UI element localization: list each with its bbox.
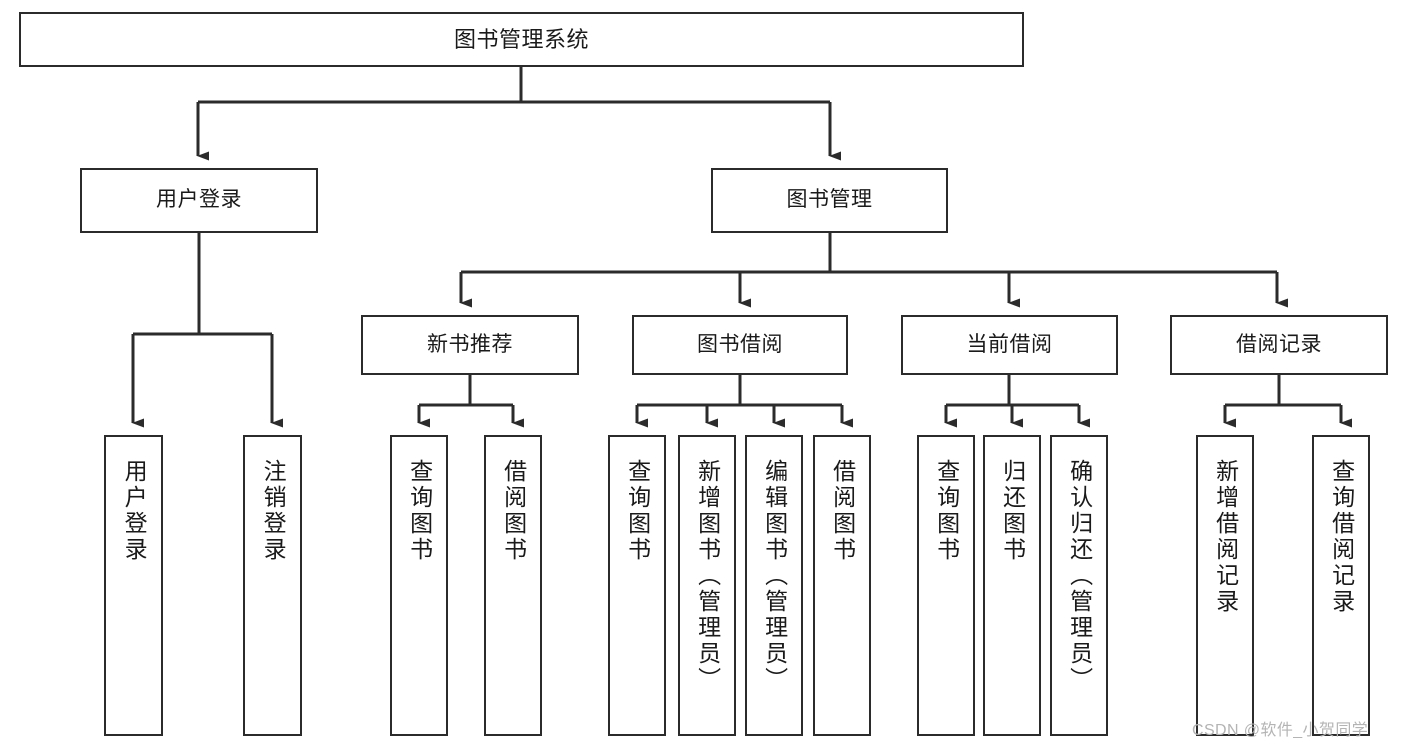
- node-leaf-user-login[interactable]: 用户登录: [104, 435, 163, 736]
- node-user-login[interactable]: 用户登录: [80, 168, 318, 233]
- node-leaf-query-book-1[interactable]: 查询图书: [390, 435, 448, 736]
- node-borrow-record-label: 借阅记录: [1236, 332, 1322, 356]
- node-root-system[interactable]: 图书管理系统: [19, 12, 1024, 67]
- node-leaf-query-record-label: 查询借阅记录: [1328, 459, 1355, 615]
- node-leaf-borrow-book-1[interactable]: 借阅图书: [484, 435, 542, 736]
- node-leaf-query-book-3[interactable]: 查询图书: [917, 435, 975, 736]
- node-root-system-label: 图书管理系统: [453, 26, 589, 52]
- node-leaf-confirm-return-label: 确认归还（管理员）: [1066, 459, 1093, 693]
- node-leaf-add-record[interactable]: 新增借阅记录: [1196, 435, 1254, 736]
- node-leaf-borrow-book-1-label: 借阅图书: [500, 459, 527, 563]
- node-leaf-query-book-1-label: 查询图书: [406, 459, 433, 563]
- node-book-borrow-label: 图书借阅: [697, 332, 783, 356]
- node-leaf-query-book-2[interactable]: 查询图书: [608, 435, 666, 736]
- node-current-borrow-label: 当前借阅: [966, 332, 1053, 356]
- node-leaf-query-record[interactable]: 查询借阅记录: [1312, 435, 1370, 736]
- node-leaf-add-book[interactable]: 新增图书（管理员）: [678, 435, 736, 736]
- node-book-manage[interactable]: 图书管理: [711, 168, 948, 233]
- node-leaf-return-book[interactable]: 归还图书: [983, 435, 1041, 736]
- node-leaf-user-logout-label: 注销登录: [260, 459, 287, 563]
- node-borrow-record[interactable]: 借阅记录: [1170, 315, 1388, 375]
- node-leaf-add-book-label: 新增图书（管理员）: [694, 459, 721, 693]
- node-leaf-query-book-3-label: 查询图书: [933, 459, 960, 563]
- node-leaf-user-logout[interactable]: 注销登录: [243, 435, 302, 736]
- node-new-book-rec-label: 新书推荐: [427, 332, 513, 356]
- node-book-borrow[interactable]: 图书借阅: [632, 315, 848, 375]
- node-leaf-borrow-book-2[interactable]: 借阅图书: [813, 435, 871, 736]
- node-new-book-rec[interactable]: 新书推荐: [361, 315, 579, 375]
- node-user-login-label: 用户登录: [156, 188, 242, 212]
- node-leaf-return-book-label: 归还图书: [999, 459, 1026, 563]
- node-leaf-edit-book-label: 编辑图书（管理员）: [761, 459, 788, 693]
- node-leaf-edit-book[interactable]: 编辑图书（管理员）: [745, 435, 803, 736]
- node-current-borrow[interactable]: 当前借阅: [901, 315, 1118, 375]
- node-leaf-confirm-return[interactable]: 确认归还（管理员）: [1050, 435, 1108, 736]
- node-book-manage-label: 图书管理: [786, 188, 873, 212]
- node-leaf-query-book-2-label: 查询图书: [624, 459, 651, 563]
- node-leaf-add-record-label: 新增借阅记录: [1212, 459, 1239, 615]
- node-leaf-user-login-label: 用户登录: [121, 459, 148, 563]
- node-leaf-borrow-book-2-label: 借阅图书: [829, 459, 856, 563]
- watermark-label: CSDN @软件_小贺同学: [1192, 722, 1369, 739]
